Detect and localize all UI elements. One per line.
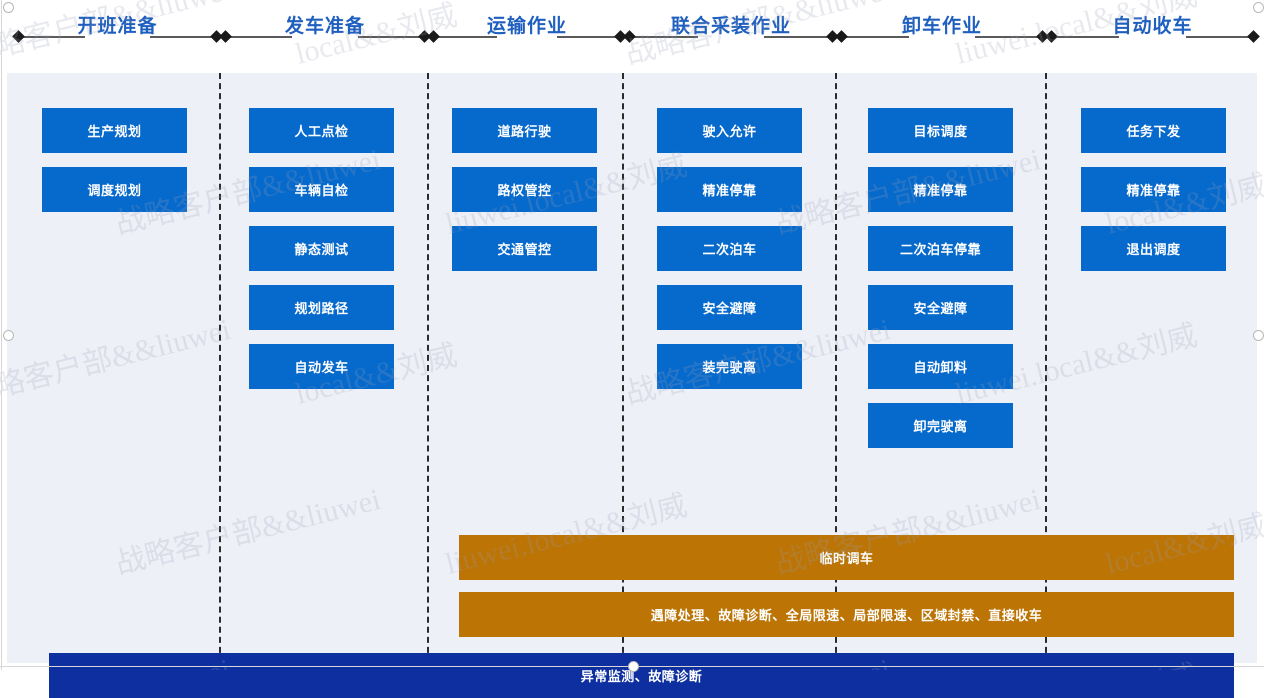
frame-border-left — [1, 0, 2, 670]
task-box[interactable]: 自动发车 — [249, 344, 394, 389]
task-box[interactable]: 任务下发 — [1081, 108, 1226, 153]
task-box[interactable]: 精准停靠 — [1081, 167, 1226, 212]
task-box[interactable]: 安全避障 — [657, 285, 802, 330]
task-box[interactable]: 人工点检 — [249, 108, 394, 153]
column-divider-3 — [622, 73, 624, 663]
column-divider-1 — [219, 73, 221, 663]
rail-line-left — [23, 36, 85, 38]
resize-handle-top-right[interactable] — [1253, 2, 1264, 13]
task-box[interactable]: 驶入允许 — [657, 108, 802, 153]
phase-rail — [835, 30, 1049, 43]
phase-label: 开班准备 — [77, 16, 158, 37]
task-box[interactable]: 精准停靠 — [868, 167, 1013, 212]
task-box[interactable]: 交通管控 — [452, 226, 597, 271]
task-box[interactable]: 目标调度 — [868, 108, 1013, 153]
task-box[interactable]: 安全避障 — [868, 285, 1013, 330]
task-box[interactable]: 调度规划 — [42, 167, 187, 212]
bar-temporary-dispatch[interactable]: 临时调车 — [459, 535, 1234, 580]
rail-line-right — [975, 36, 1038, 38]
rail-line-left — [1056, 36, 1119, 38]
column-divider-2 — [427, 73, 429, 663]
rail-line-left — [230, 36, 292, 38]
phase-rail — [623, 30, 839, 43]
phase-label: 运输作业 — [486, 16, 567, 37]
bar-anomaly-monitoring[interactable]: 异常监测、故障诊断 — [49, 653, 1234, 698]
rail-line-right — [764, 36, 828, 38]
task-box[interactable]: 二次泊车停靠 — [868, 226, 1013, 271]
rail-line-right — [358, 36, 420, 38]
task-box[interactable]: 生产规划 — [42, 108, 187, 153]
task-box[interactable]: 装完驶离 — [657, 344, 802, 389]
phase-rail — [12, 30, 223, 43]
bar-exception-handling[interactable]: 遇障处理、故障诊断、全局限速、局部限速、区域封禁、直接收车 — [459, 592, 1234, 637]
phase-label: 联合采装作业 — [670, 16, 791, 37]
column-divider-4 — [835, 73, 837, 663]
task-box[interactable]: 卸完驶离 — [868, 403, 1013, 448]
resize-handle-middle-left[interactable] — [3, 330, 14, 341]
resize-handle-bottom-center[interactable] — [628, 661, 639, 672]
phase-header-strip: 开班准备 发车准备 运输作业 联合采装作业 卸车作业 自动收车 — [0, 0, 1264, 73]
column-divider-5 — [1045, 73, 1047, 663]
task-box[interactable]: 车辆自检 — [249, 167, 394, 212]
phase-rail — [219, 30, 431, 43]
rail-line-left — [634, 36, 698, 38]
phase-label: 自动收车 — [1112, 16, 1193, 37]
phase-2: 发车准备 — [219, 0, 431, 73]
task-box[interactable]: 退出调度 — [1081, 226, 1226, 271]
resize-handle-middle-right[interactable] — [1253, 330, 1264, 341]
task-box[interactable]: 路权管控 — [452, 167, 597, 212]
phase-rail — [1045, 30, 1260, 43]
phase-5: 卸车作业 — [835, 0, 1049, 73]
task-box[interactable]: 静态测试 — [249, 226, 394, 271]
rail-line-left — [846, 36, 909, 38]
task-box[interactable]: 自动卸料 — [868, 344, 1013, 389]
phase-rail — [427, 30, 627, 43]
phase-label: 卸车作业 — [901, 16, 982, 37]
rail-line-left — [438, 36, 497, 38]
phase-3: 运输作业 — [427, 0, 627, 73]
phase-4: 联合采装作业 — [623, 0, 839, 73]
phase-6: 自动收车 — [1045, 0, 1260, 73]
diagram-panel: 生产规划调度规划 人工点检车辆自检静态测试规划路径自动发车 道路行驶路权管控交通管控… — [7, 73, 1257, 698]
rail-line-right — [557, 36, 616, 38]
rail-line-right — [150, 36, 212, 38]
task-box[interactable]: 精准停靠 — [657, 167, 802, 212]
rail-line-right — [1186, 36, 1249, 38]
phase-1: 开班准备 — [12, 0, 223, 73]
task-box[interactable]: 规划路径 — [249, 285, 394, 330]
task-box[interactable]: 二次泊车 — [657, 226, 802, 271]
task-box[interactable]: 道路行驶 — [452, 108, 597, 153]
resize-handle-top-left[interactable] — [3, 2, 14, 13]
phase-label: 发车准备 — [284, 16, 365, 37]
